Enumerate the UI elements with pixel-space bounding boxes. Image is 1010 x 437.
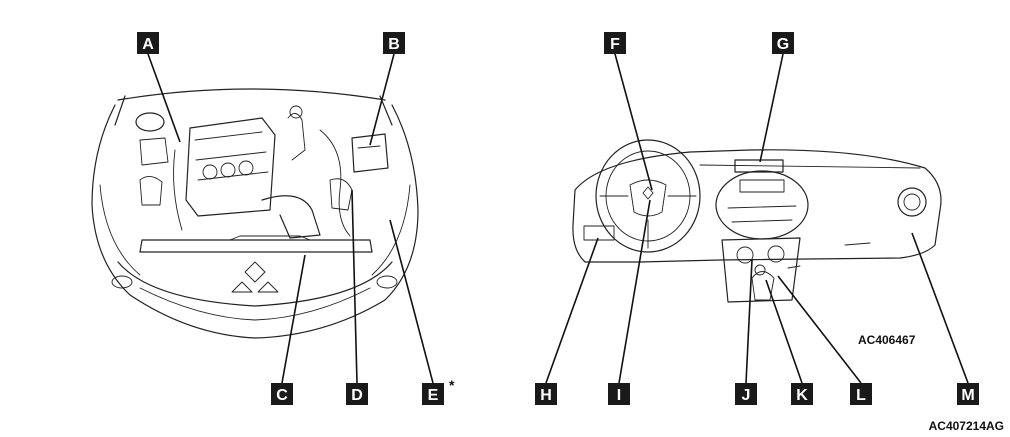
figure-reference-code: AC407214AG	[929, 419, 1004, 433]
callout-b-text: B	[388, 36, 400, 53]
callout-k-text: K	[796, 387, 808, 404]
callout-e-asterisk: *	[449, 377, 455, 393]
callout-a: A	[137, 32, 159, 54]
callout-j: J	[735, 383, 757, 405]
callout-k: K	[791, 383, 813, 405]
callout-h-text: H	[540, 387, 552, 404]
leader-d	[351, 189, 358, 384]
leader-e	[389, 219, 434, 384]
callout-d: D	[346, 383, 368, 405]
callout-h: H	[535, 383, 557, 405]
engine-compartment-illustration	[91, 88, 419, 339]
callout-g: G	[772, 32, 794, 54]
interior-reference-code: AC406467	[858, 333, 916, 347]
leader-l	[777, 275, 862, 384]
callout-e-text: E	[428, 387, 439, 404]
leader-a	[147, 53, 181, 143]
leader-lines	[147, 53, 969, 384]
dashboard-illustration	[572, 139, 942, 303]
callout-labels: A B C D E * F G H	[137, 32, 979, 405]
callout-g-text: G	[777, 36, 789, 53]
callout-m-text: M	[961, 387, 974, 404]
callout-i: I	[608, 383, 630, 405]
callout-c: C	[271, 383, 293, 405]
callout-f-text: F	[610, 36, 620, 53]
callout-e: E *	[422, 377, 455, 405]
leader-h	[545, 237, 599, 384]
leader-j	[745, 259, 753, 384]
callout-c-text: C	[276, 387, 288, 404]
leader-b	[369, 53, 395, 146]
callout-d-text: D	[351, 387, 363, 404]
callout-l: L	[850, 383, 872, 405]
callout-f: F	[604, 32, 626, 54]
callout-a-text: A	[142, 36, 154, 53]
leader-c	[281, 254, 306, 384]
leader-f	[614, 53, 653, 191]
callout-b: B	[383, 32, 405, 54]
callout-j-text: J	[742, 387, 751, 404]
leader-i	[618, 199, 651, 384]
leader-k	[765, 279, 803, 384]
callout-i-text: I	[617, 387, 621, 404]
callout-l-text: L	[856, 387, 866, 404]
leader-m	[911, 232, 969, 384]
leader-g	[759, 53, 784, 163]
callout-m: M	[957, 383, 979, 405]
